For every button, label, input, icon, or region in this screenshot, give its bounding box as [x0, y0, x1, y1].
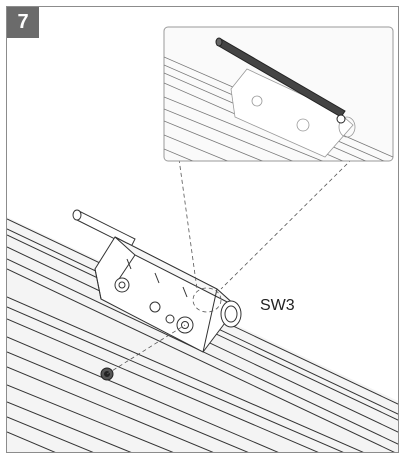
hinge-part — [94, 236, 242, 353]
detail-long-pin — [215, 37, 346, 124]
step-number-badge: 7 — [7, 7, 39, 38]
zoom-detail — [163, 26, 394, 162]
tool-callout-label: SW3 — [260, 297, 295, 314]
instruction-panel: 7 SW3 — [6, 6, 399, 453]
detail-leader-lines — [106, 158, 353, 375]
long-pin — [72, 209, 136, 248]
assembly-drawing — [7, 26, 398, 452]
